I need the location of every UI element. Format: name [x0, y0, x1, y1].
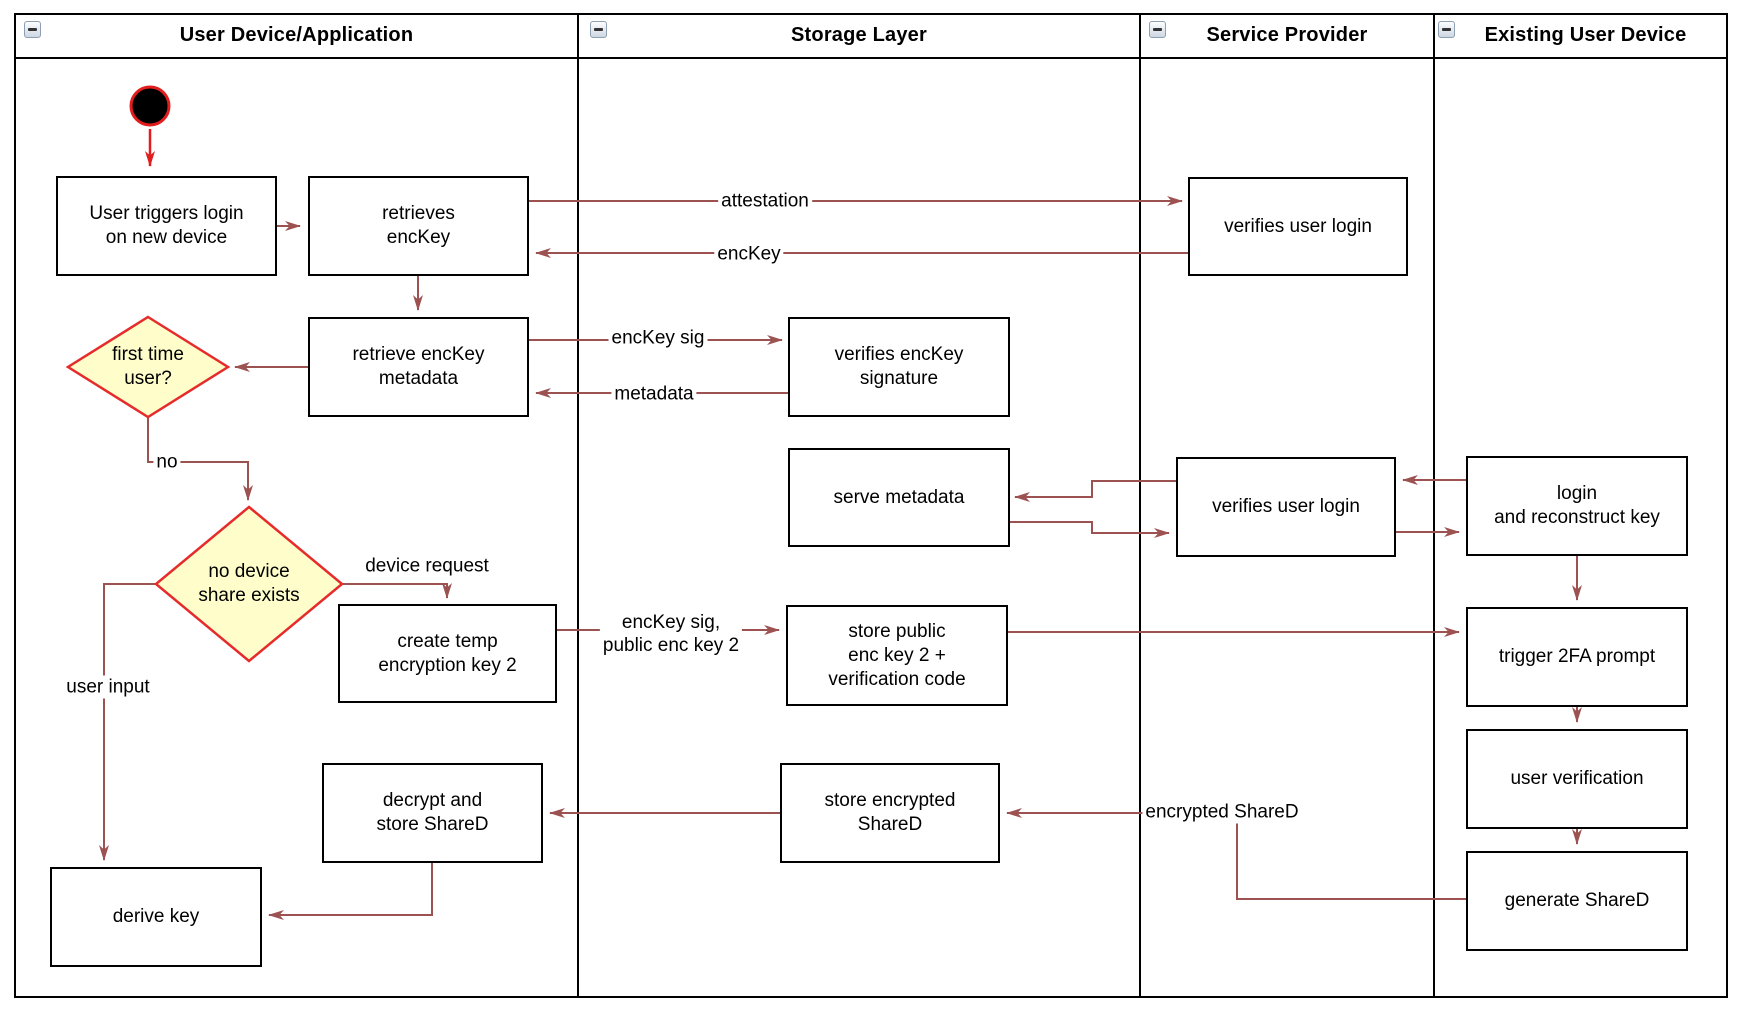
node-verifies-enckey-signature[interactable]: verifies encKey signature: [788, 317, 1010, 417]
edge-verifies-to-serve-metadata: [1014, 480, 1176, 502]
node-label: User triggers login on new device: [89, 203, 244, 248]
lane-separator-2: [1139, 13, 1141, 998]
node-label: verifies user login: [1212, 496, 1360, 517]
node-user-triggers-login[interactable]: User triggers login on new device: [56, 176, 277, 276]
lane-header-divider: [14, 57, 1728, 59]
node-derive-key[interactable]: derive key: [50, 867, 262, 967]
lane-title-existing-device: Existing User Device: [1484, 24, 1687, 46]
edge-label-metadata: metadata: [611, 382, 697, 406]
diagram-outer-border: [14, 13, 1728, 998]
decision-label-no-device-share: no device share exists: [198, 561, 300, 606]
edge-serve-metadata-to-verifies: [1010, 521, 1170, 538]
edge-decrypt-to-derive: [268, 863, 433, 920]
minus-icon: [1153, 28, 1162, 31]
node-store-public-key2[interactable]: store public enc key 2 + verification co…: [786, 605, 1008, 706]
node-verifies-user-login-top[interactable]: verifies user login: [1188, 177, 1408, 276]
node-retrieves-enckey[interactable]: retrieves encKey: [308, 176, 529, 276]
node-label: derive key: [112, 906, 200, 927]
collapse-lane-icon[interactable]: [1149, 21, 1166, 38]
node-trigger-2fa-prompt[interactable]: trigger 2FA prompt: [1466, 607, 1688, 707]
minus-icon: [1442, 28, 1451, 31]
edge-no-branch: [147, 417, 253, 501]
node-label: user verification: [1510, 768, 1644, 789]
lane-title-service-provider: Service Provider: [1206, 24, 1368, 46]
node-label: store encrypted ShareD: [824, 790, 956, 835]
edge-label-encrypted-shared: encrypted ShareD: [1142, 800, 1302, 824]
decision-label-first-time-user: first time user?: [112, 344, 184, 389]
node-label: trigger 2FA prompt: [1498, 646, 1656, 667]
node-label: verifies user login: [1224, 215, 1372, 237]
node-verifies-user-login-mid[interactable]: verifies user login: [1176, 457, 1396, 557]
node-store-encrypted-shared[interactable]: store encrypted ShareD: [780, 763, 1000, 863]
node-decrypt-store-shared[interactable]: decrypt and store ShareD: [322, 763, 543, 863]
lane-title-storage-layer: Storage Layer: [791, 24, 927, 46]
edge-encrypted-shared: [1006, 808, 1466, 900]
edge-label-user-input: user input: [63, 675, 153, 699]
collapse-lane-icon[interactable]: [24, 21, 41, 38]
node-label: serve metadata: [833, 486, 965, 508]
edge-user-input: [99, 583, 156, 861]
node-label: verifies encKey signature: [834, 344, 964, 389]
initial-node[interactable]: [129, 85, 171, 127]
node-label: retrieves encKey: [382, 203, 455, 248]
node-label: store public enc key 2 + verification co…: [828, 620, 966, 690]
edge-label-device-request: device request: [365, 555, 489, 577]
collapse-lane-icon[interactable]: [1438, 21, 1455, 38]
collapse-lane-icon[interactable]: [590, 21, 607, 38]
node-user-verification[interactable]: user verification: [1466, 729, 1688, 829]
edge-label-attestation: attestation: [718, 189, 812, 213]
node-label: generate ShareD: [1504, 890, 1650, 911]
edge-label-sig-pubkey2: encKey sig, public enc key 2: [599, 611, 743, 657]
node-label: login and reconstruct key: [1494, 483, 1660, 528]
edge-label-no: no: [153, 450, 181, 474]
node-generate-shared[interactable]: generate ShareD: [1466, 851, 1688, 951]
node-serve-metadata[interactable]: serve metadata: [788, 448, 1010, 547]
lane-separator-1: [577, 13, 579, 998]
edge-device-request: [342, 583, 452, 599]
minus-icon: [28, 28, 37, 31]
node-label: decrypt and store ShareD: [376, 790, 489, 835]
node-retrieve-enckey-metadata[interactable]: retrieve encKey metadata: [308, 317, 529, 417]
node-login-reconstruct-key[interactable]: login and reconstruct key: [1466, 456, 1688, 556]
edge-label-enckey: encKey: [714, 242, 784, 266]
decision-no-device-share[interactable]: [154, 505, 344, 663]
lane-title-user-device: User Device/Application: [179, 24, 414, 46]
node-label: create temp encryption key 2: [378, 630, 517, 676]
decision-first-time-user[interactable]: [65, 315, 231, 419]
lane-separator-3: [1433, 13, 1435, 998]
node-label: retrieve encKey metadata: [352, 344, 485, 389]
edge-label-enckey-sig: encKey sig: [608, 326, 708, 350]
node-create-temp-key2[interactable]: create temp encryption key 2: [338, 604, 557, 703]
minus-icon: [594, 28, 603, 31]
